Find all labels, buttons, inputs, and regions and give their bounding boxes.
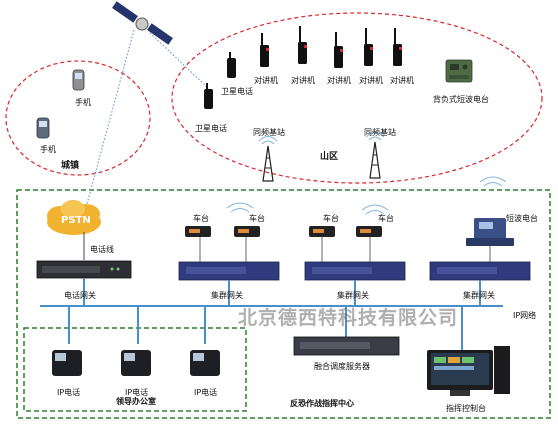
mobile-phone-label: 手机 [75,98,91,107]
vehicle-radio-label: 车台 [193,214,209,223]
vehicle-radio-icon [185,226,211,237]
walkie-talkie-icon [393,28,402,66]
cluster-gateway-device [304,261,406,281]
ip-phone-label: IP电话 [125,388,149,397]
mobile-phone-icon [72,69,85,91]
vehicle-radio-label: 车台 [323,214,339,223]
pstn-label: PSTN [61,215,91,226]
vehicle-radio-label: 车台 [378,214,394,223]
satellite-phone-label: 卫星电话 [195,124,227,133]
shortwave-radio-label: 短波电台 [506,214,538,223]
walkie-talkie-icon [298,26,307,64]
walkie-talkie-icon [364,28,373,66]
ip-network-label: IP网络 [513,311,537,320]
base-station-tower-icon [258,136,278,182]
shortwave-radio-icon [466,218,514,246]
satellite-phone-label: 卫星电话 [221,87,253,96]
telephone-gateway-device [36,260,132,279]
wireless-signal-icon [226,176,507,215]
base-station-tower-icon [365,132,385,179]
vehicle-radio-icon [234,226,260,237]
satellite-link-line [149,32,209,89]
cluster-gateway-device [429,261,531,281]
satellite-phone-icon [227,52,236,78]
ip-phone-icon [121,350,151,376]
ip-phone-icon [190,350,220,376]
satellite-icon [112,1,173,45]
company-watermark: 北京德西特科技有限公司 [238,307,459,329]
ip-phone-label: IP电话 [194,388,218,397]
ip-phone-icon [52,350,82,376]
pstn-cloud-icon [47,200,101,235]
mountain-region-label: 山区 [320,152,339,162]
base-station-label: 同频基站 [253,128,285,137]
backpack-radio-icon [445,59,473,83]
walkie-talkie-label: 对讲机 [327,76,351,85]
vehicle-radio-icon [356,226,382,237]
mobile-phone-icon [36,117,50,139]
ip-phone-label: IP电话 [57,388,81,397]
walkie-talkie-label: 对讲机 [359,76,383,85]
walkie-talkie-icon [334,32,343,68]
cluster-gateway-label: 集群网关 [211,291,243,300]
console-label: 指挥控制台 [446,404,486,413]
ip-network-backbone [40,278,503,350]
leader-office-label: 领导办公室 [116,397,156,406]
command-center-label: 反恐作战指挥中心 [290,399,354,408]
backpack-radio-label: 背负式短波电台 [433,95,489,104]
leader-office-outline [23,327,247,412]
walkie-talkie-icon [260,33,269,67]
command-console-icon [427,346,510,396]
vehicle-radio-icon [309,226,335,237]
mobile-phone-label: 手机 [40,145,56,154]
walkie-talkie-label: 对讲机 [291,76,315,85]
satellite-link-line [83,29,135,216]
telephone-gateway-label: 电话网关 [64,291,96,300]
fusion-server-label: 融合调度服务器 [314,362,370,371]
satellite-phone-icon [204,83,213,109]
town-region-outline [5,60,151,176]
cluster-gateway-label: 集群网关 [463,291,495,300]
town-region-label: 城镇 [61,161,80,171]
phone-line-label: 电话线 [90,245,114,254]
mountain-region-outline [171,12,543,184]
vehicle-radio-label: 车台 [249,214,265,223]
fusion-server-device [293,336,400,356]
gateway-connector-lines [199,237,491,262]
walkie-talkie-label: 对讲机 [254,76,278,85]
command-center-outline [16,189,551,419]
walkie-talkie-label: 对讲机 [390,76,414,85]
cluster-gateway-label: 集群网关 [337,291,369,300]
cluster-gateway-device [178,261,280,281]
base-station-label: 同频基站 [364,128,396,137]
